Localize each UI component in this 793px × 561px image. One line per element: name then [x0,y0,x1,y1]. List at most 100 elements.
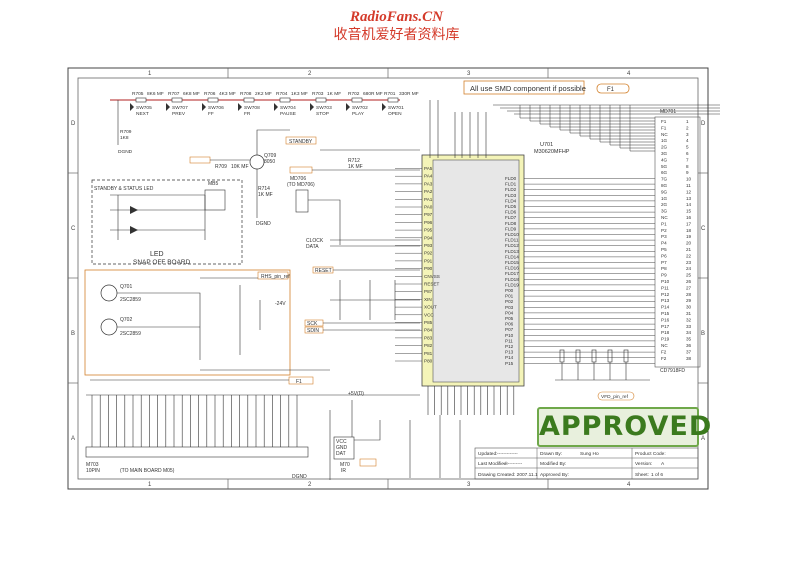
vfd-pin-label: F1 [661,125,667,130]
key-resistor-ref: R703 [312,91,324,97]
vfd-pin-number: 9 [686,170,689,175]
vfd-pin-label: 5G [661,164,668,169]
mcu-pin-label: XIN [424,297,432,302]
vfd-pin-label: 1G [661,138,668,143]
mcu-pin-label: FLD14 [505,254,519,259]
mcu-pin-label: CNVSS [424,274,440,279]
mcu-pin-label: P00 [505,288,514,293]
vfd-pin-label: 6G [661,170,668,175]
svg-text:F1: F1 [296,379,302,385]
svg-text:DGND: DGND [118,149,133,155]
vfd-pin-number: 3 [686,132,689,137]
mcu-pin-label: P92 [424,251,433,256]
key-switch-ref: SW708 [244,105,260,111]
svg-text:10PIN: 10PIN [86,468,100,474]
vfd-pin-number: 36 [686,343,692,348]
svg-text:MD706: MD706 [290,176,306,182]
vfd-pin-label: 3G [661,151,668,156]
svg-text:Sheet:: Sheet: [635,472,649,478]
vfd-pin-label: P13 [661,298,670,303]
mcu-pin-label: P04 [505,310,514,315]
site-name: RadioFans.CN [350,9,443,25]
grid-col-bottom: 3 [467,482,471,488]
key-resistor-value: 680R MF [363,91,383,97]
vfd-pin-number: 21 [686,247,692,252]
mcu-pin-label: P81 [424,351,433,356]
vfd-pin-number: 6 [686,151,689,156]
svg-text:Q701: Q701 [120,284,132,290]
vfd-pin-number: 28 [686,292,692,297]
grid-col-bottom: 4 [627,482,631,488]
vfd-pin-number: 25 [686,273,692,278]
key-resistor-ref: R702 [348,91,360,97]
vfd-driver-block [84,269,291,376]
mcu-pin-label: P11 [505,338,513,343]
svg-text:A: A [661,461,665,467]
mcu-pin-label: P93 [424,243,433,248]
key-switch-label: STOP [316,111,329,117]
mcu-pin-label: P80 [424,359,433,364]
key-switch-ref: SW705 [136,105,152,111]
vfd-pin-label: P14 [661,305,670,310]
key-switch-ref: SW706 [208,105,224,111]
grid-row-left: B [71,331,75,337]
vfd-pin-number: 7 [686,157,689,162]
svg-text:Approved By:: Approved By: [540,472,569,478]
mcu-pin-label: P85 [424,320,433,325]
svg-text:1K MF: 1K MF [348,164,363,170]
mcu-pin-label: FLD2 [505,187,517,192]
mcu-pin-label: FLD5 [505,204,517,209]
key-resistor-ref: R708 [240,91,252,97]
grid-col-top: 3 [467,71,471,77]
vfd-pin-label: 3G [661,209,668,214]
mcu-ref: U701 [540,142,553,148]
grid-row-right: A [701,436,705,442]
svg-text:(TO MAIN BOARD M05): (TO MAIN BOARD M05) [120,468,175,474]
svg-text:Drawn By:: Drawn By: [540,451,562,457]
mcu-pin-label: FLD19 [505,282,519,287]
vfd-pin-label: P16 [661,317,670,322]
svg-text:M703: M703 [86,462,99,468]
mcu-pin-label: FLD3 [505,193,517,198]
mcu-pin-label: P82 [424,343,433,348]
key-switch-label: FR [244,111,251,117]
svg-text:IR: IR [341,468,346,474]
mcu-pin-label: P07 [505,327,514,332]
svg-text:R714: R714 [258,186,270,192]
mcu-pin-label: P10 [505,333,514,338]
mcu-pin-label: FLD11 [505,238,519,243]
svg-text:GND: GND [336,445,348,451]
svg-text:8050: 8050 [264,159,275,165]
vfd-pin-label: F2 [661,356,667,361]
vfd-pin-number: 22 [686,253,692,258]
grid-col-bottom: 1 [148,482,152,488]
mcu-pin-label: P96 [424,220,433,225]
vfd-pin-label: F2 [661,349,667,354]
vfd-pin-label: 4G [661,157,668,162]
vfd-pin-label: P19 [661,337,670,342]
mcu-pin-label: PA0 [424,205,433,210]
mcu-pin-label: FLD16 [505,266,519,271]
svg-text:DATA: DATA [306,244,319,250]
mb-ref: MB5 [208,181,219,187]
key-switch-label: PAUSE [280,111,296,117]
svg-text:Product Code:: Product Code: [635,451,666,457]
f1-port-label-top: F1 [607,87,615,93]
svg-text:SCK: SCK [307,321,318,327]
vfd-pin-number: 34 [686,330,692,335]
key-switch-ref: SW701 [388,105,404,111]
mcu-pin-label: PA3 [424,181,433,186]
svg-text:+5V(D): +5V(D) [348,391,364,397]
key-switch-ref: SW704 [280,105,296,111]
vfd-pin-number: 1 [686,119,689,124]
vfd-pin-label: P4 [661,241,667,246]
mcu-pin-label: FLD4 [505,198,517,203]
vfd-pin-number: 2 [686,125,689,130]
svg-text:Q702: Q702 [120,317,132,323]
vfd-pin-number: 31 [686,311,692,316]
mcu-pin-label: P06 [505,322,514,327]
